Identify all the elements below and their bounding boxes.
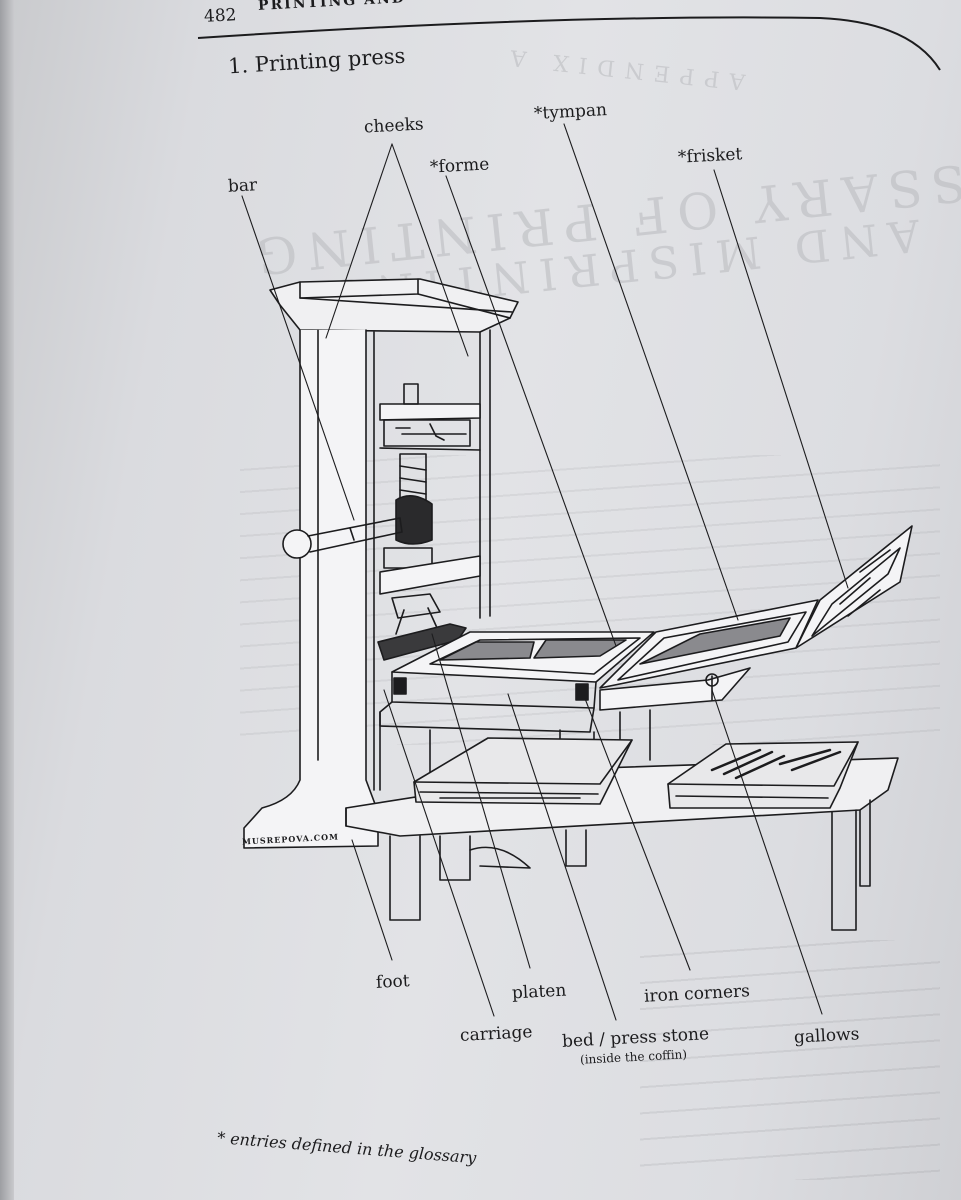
table-and-boxes [345,737,899,931]
label-foot: foot [375,971,411,993]
label-carriage: carriage [459,1022,533,1046]
label-platen: platen [511,980,567,1004]
page-edge-shadow [0,0,14,1200]
label-tympan: *tympan [533,100,608,124]
label-forme: *forme [429,154,490,178]
label-bar: bar [227,175,258,197]
label-frisket: *frisket [677,144,743,168]
ghost-index-text [640,940,940,1180]
label-gallows: gallows [793,1024,860,1048]
header-rule [197,16,941,71]
leader-lines [241,123,849,1021]
press-carriage [379,631,751,791]
tympan-and-frisket [599,525,913,689]
label-cheeks: cheeks [363,114,425,138]
